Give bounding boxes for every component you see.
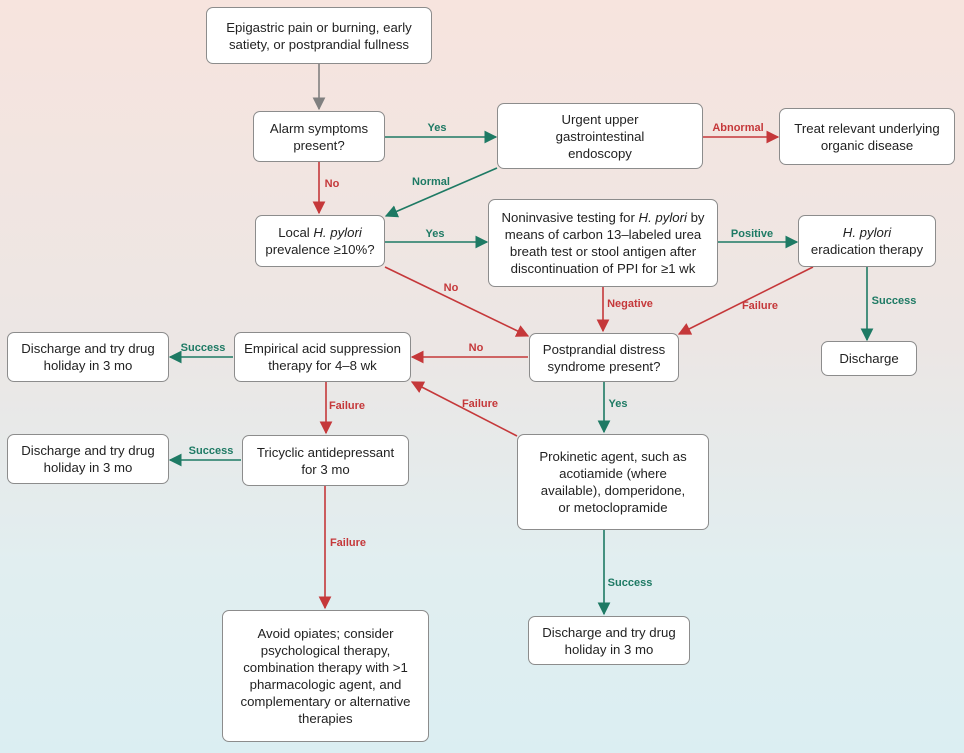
node-hpylori-prevalence: Local H. pylori prevalence ≥10%? [255,215,385,267]
node-urgent-endoscopy: Urgent upper gastrointestinal endoscopy [497,103,703,169]
label-prev-no: No [443,282,459,294]
label-acid-success: Success [180,342,226,354]
node-noninvasive-testing: Noninvasive testing for H. pylori by mea… [488,199,718,287]
edge-prev-no [384,266,530,337]
node-hpylori-prevalence-pre: Local [278,225,314,240]
node-acid-suppression: Empirical acid suppres­sion therapy for … [234,332,411,382]
node-eradication-em: H. pylori [842,225,892,240]
label-erad-failure: Failure [741,300,779,312]
node-discharge-drug-holiday-2: Discharge and try drug holiday in 3 mo [7,434,169,484]
node-avoid-opiates-text: Avoid opiates; consider psychological th… [240,626,411,726]
node-postprandial-distress: Postprandial distress syndrome present? [529,333,679,382]
label-prok-failure: Failure [461,398,499,410]
node-prokinetic-agent-text: Prokinetic agent, such as acotiamide (wh… [539,449,687,515]
label-tri-success: Success [188,445,234,457]
node-noninvasive-pre: Noninvasive testing for [501,210,639,225]
node-treat-organic-disease: Treat relevant underlying organic diseas… [779,108,955,165]
edge-prok-failure [410,381,518,437]
node-prokinetic-agent: Prokinetic agent, such as acotiamide (wh… [517,434,709,530]
label-erad-success: Success [871,295,917,307]
node-hpylori-prevalence-text: Local H. pylori prevalence ≥10%? [262,224,378,258]
label-prok-success: Success [607,577,653,589]
node-urgent-endoscopy-text: Urgent upper gastrointestinal endoscopy [555,111,645,161]
label-test-negative: Negative [607,298,653,310]
node-alarm-symptoms: Alarm symptoms present? [253,111,385,162]
node-treat-organic-disease-text: Treat relevant underlying organic diseas… [794,120,940,153]
node-tricyclic-antidepressant: Tricyclic antidepressant for 3 mo [242,435,409,486]
node-hpylori-prevalence-em: H. pylori [313,225,362,240]
node-presenting-symptoms-text: Epigastric pain or burning, early satiet… [226,19,412,52]
node-discharge-drug-holiday-2-text: Discharge and try drug holiday in 3 mo [21,443,155,475]
label-alarm-yes: Yes [427,122,447,134]
node-discharge-drug-holiday-3: Discharge and try drug holiday in 3 mo [528,616,690,665]
node-hpylori-prevalence-post: prevalence ≥10%? [265,242,375,257]
node-acid-suppression-text: Empirical acid suppres­sion therapy for … [244,341,401,373]
node-eradication-post: eradication therapy [810,242,924,257]
node-noninvasive-post: by means of carbon 13–labeled urea breat… [504,210,705,276]
node-discharge-drug-holiday-3-text: Discharge and try drug holiday in 3 mo [542,624,676,657]
node-presenting-symptoms: Epigastric pain or burning, early satiet… [206,7,432,64]
edge-erad-failure [677,266,814,335]
label-tri-failure: Failure [329,537,367,549]
label-test-positive: Positive [730,228,774,240]
label-prev-yes: Yes [425,228,445,240]
label-endo-abnormal: Abnormal [712,122,764,134]
node-postprandial-distress-text: Postprandial distress syndrome present? [542,341,666,374]
edge-endo-normal [384,167,498,218]
node-eradication-therapy: H. pylori eradication therapy [798,215,936,267]
node-tricyclic-antidepressant-text: Tricyclic antidepressant for 3 mo [256,444,395,477]
node-discharge: Discharge [821,341,917,376]
label-pds-no: No [468,342,484,354]
node-eradication-therapy-text: H. pylori eradication therapy [811,224,923,258]
node-noninvasive-em: H. pylori [638,210,687,225]
node-discharge-text: Discharge [839,351,899,366]
node-avoid-opiates: Avoid opiates; consider psychological th… [222,610,429,742]
node-discharge-drug-holiday-1-text: Discharge and try drug holiday in 3 mo [21,341,155,373]
label-pds-yes: Yes [608,398,628,410]
label-endo-normal: Normal [412,176,450,188]
node-noninvasive-testing-text: Noninvasive testing for H. pylori by mea… [493,209,713,277]
node-discharge-drug-holiday-1: Discharge and try drug holiday in 3 mo [7,332,169,382]
node-alarm-symptoms-text: Alarm symptoms present? [269,120,369,153]
label-alarm-no: No [324,178,340,190]
label-acid-failure: Failure [328,400,366,412]
